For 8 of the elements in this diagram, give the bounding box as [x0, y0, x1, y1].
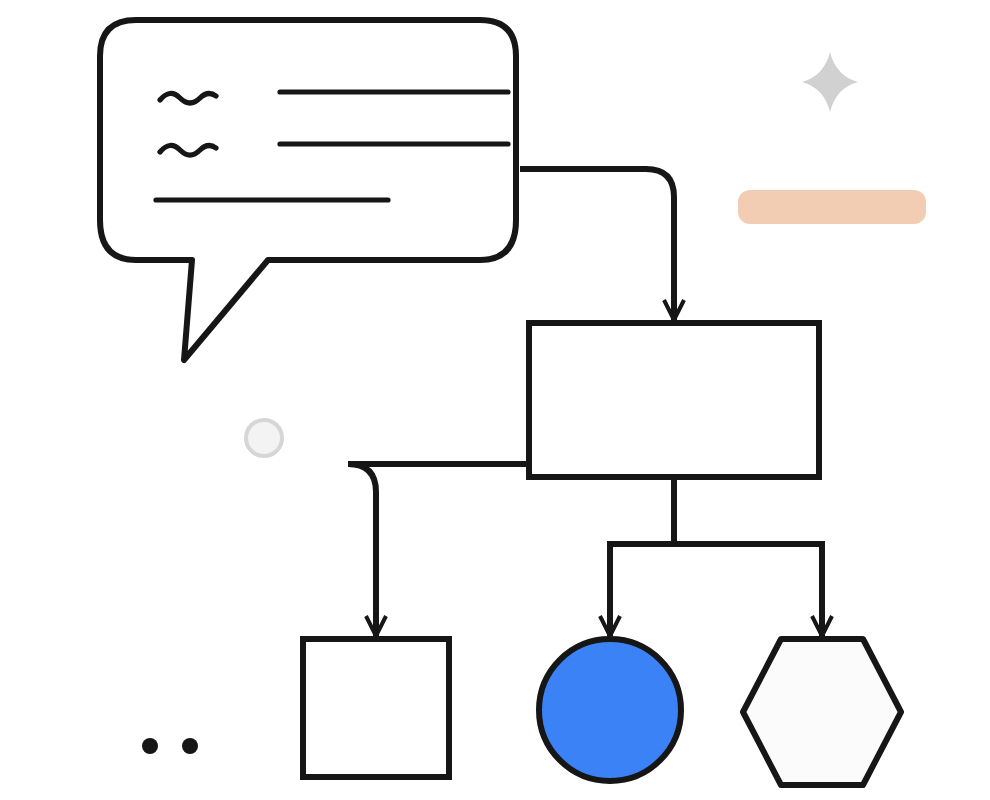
hexagon-node [740, 636, 904, 788]
rectangle-box [526, 320, 822, 480]
circle-node [536, 636, 684, 784]
speech-bubble [96, 16, 520, 364]
arrow [345, 461, 526, 638]
arrow [520, 166, 686, 322]
arrow [671, 480, 834, 638]
rectangle-box [300, 636, 452, 780]
